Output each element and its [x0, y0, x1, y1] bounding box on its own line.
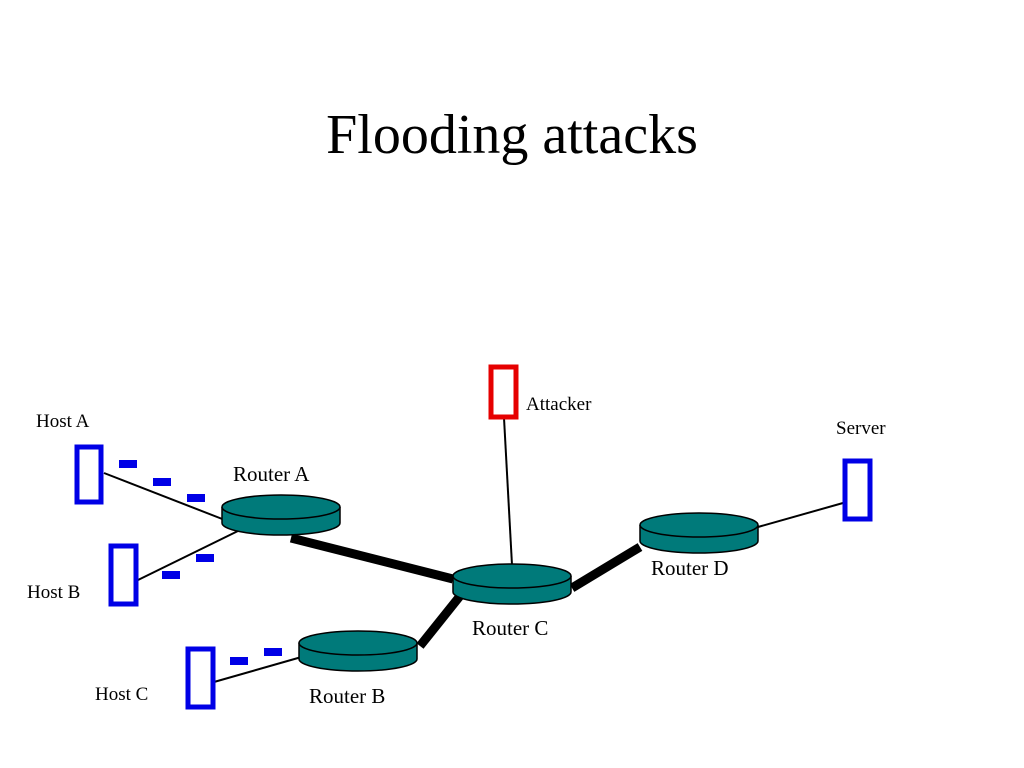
- link-router-a-router-c: [289, 533, 455, 584]
- router-d-icon: [639, 512, 759, 554]
- packet-icon: [162, 571, 180, 579]
- server-computer-icon: [842, 458, 873, 522]
- host-a-computer-icon: [74, 444, 104, 505]
- host-a-label: Host A: [36, 411, 90, 432]
- packet-icon: [264, 648, 282, 656]
- packet-icon: [196, 554, 214, 562]
- host-c-computer-icon: [185, 646, 216, 710]
- slide-title: Flooding attacks: [326, 104, 698, 166]
- packet-icon: [153, 478, 171, 486]
- packet-icon: [119, 460, 137, 468]
- link-router-b-router-c: [416, 593, 464, 649]
- attacker-label: Attacker: [526, 394, 592, 415]
- router-c-label: Router C: [472, 616, 549, 640]
- flood-packets: [119, 460, 282, 665]
- host-c-label: Host C: [95, 684, 149, 705]
- router-b-label: Router B: [309, 684, 386, 708]
- attacker-computer-icon: [488, 364, 519, 420]
- link-router-c-router-d: [569, 543, 643, 592]
- host-b-computer-icon: [108, 543, 139, 607]
- router-a-icon: [221, 494, 341, 536]
- server-label: Server: [836, 418, 886, 439]
- host-b-label: Host B: [27, 582, 81, 603]
- router-d-label: Router D: [651, 556, 729, 580]
- packet-icon: [187, 494, 205, 502]
- router-a-label: Router A: [233, 462, 310, 486]
- link-attacker-router-c: [503, 417, 513, 566]
- router-c-icon: [452, 563, 572, 605]
- router-b-icon: [298, 630, 418, 672]
- link-host-a-router-a: [103, 472, 231, 523]
- link-host-c-router-b: [213, 655, 306, 683]
- packet-icon: [230, 657, 248, 665]
- link-router-d-server: [757, 502, 844, 528]
- link-host-b-router-a: [137, 529, 241, 581]
